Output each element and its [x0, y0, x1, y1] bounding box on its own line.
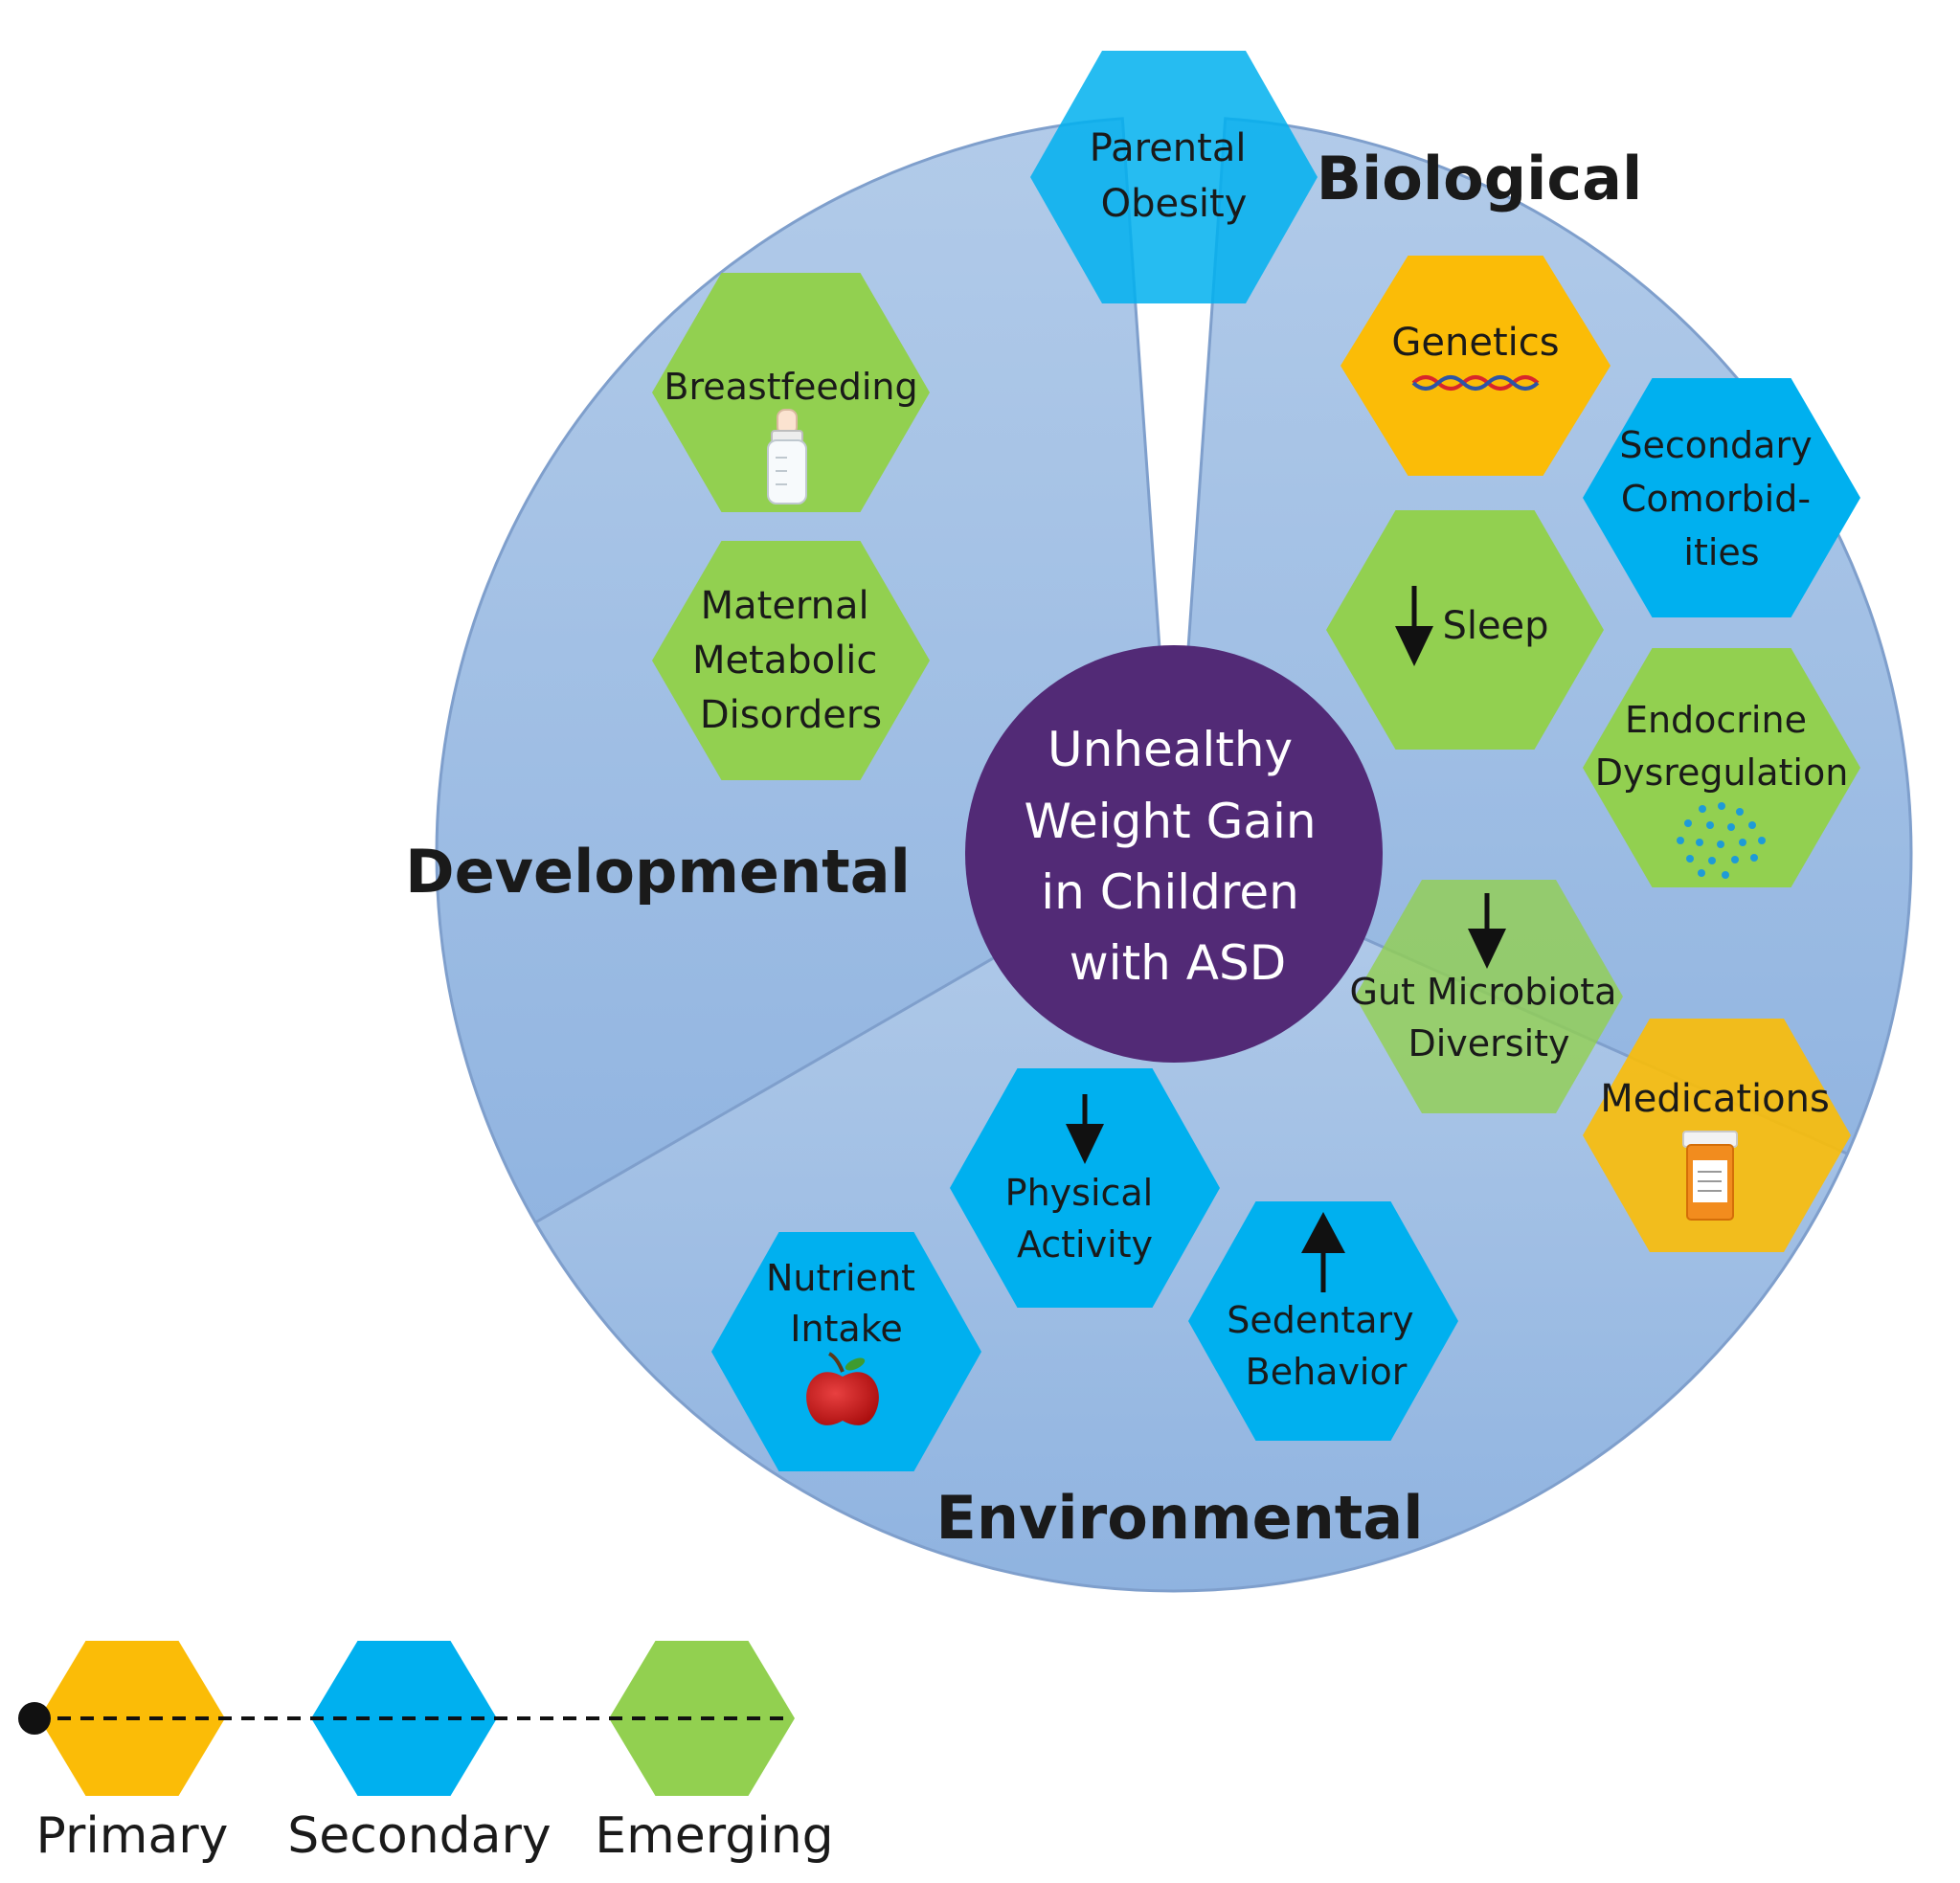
sector-title-developmental: Developmental — [405, 837, 911, 907]
hex-gut-microbiota-diversity: Gut Microbiota Diversity — [1350, 880, 1629, 1113]
label-gut-2: Diversity — [1408, 1022, 1569, 1065]
hex-genetics: Genetics — [1340, 256, 1611, 476]
svg-text:Parental Obesity: Parental Obesity — [1090, 126, 1258, 226]
hex-sedentary-behavior: Sedentary Behavior — [1188, 1201, 1458, 1441]
hormone-dots-icon — [1677, 802, 1766, 879]
legend: Primary Secondary Emerging — [18, 1641, 834, 1865]
center-line-3: in Children — [1041, 864, 1299, 920]
center-line-4: with ASD — [1070, 935, 1286, 991]
label-sedentary-1: Sedentary — [1227, 1299, 1413, 1341]
hex-breastfeeding: Breastfeeding — [652, 273, 930, 512]
label-nutrient-1: Nutrient — [766, 1257, 915, 1299]
label-parental-2: Obesity — [1101, 182, 1248, 226]
label-maternal-3: Disorders — [700, 693, 882, 737]
dna-icon — [1411, 375, 1540, 391]
label-endocrine-2: Dysregulation — [1595, 751, 1849, 794]
label-genetics: Genetics — [1391, 321, 1559, 365]
svg-text:Maternal Metabolic: Maternal Metabolic Disorders — [692, 584, 890, 737]
center-outcome: Unhealthy Weight Gain in Children with A… — [965, 645, 1383, 1063]
arrow-down-icon — [1395, 586, 1433, 666]
hex-medications: Medications — [1583, 1019, 1851, 1252]
sector-title-environmental: Environmental — [936, 1483, 1424, 1553]
hex-sleep: Sleep — [1326, 510, 1604, 750]
hex-nutrient-intake: Nutrient Intake — [711, 1232, 981, 1471]
center-line-1: Unhealthy — [1048, 722, 1293, 777]
label-comorbid-3: ities — [1683, 531, 1759, 573]
label-physical-2: Activity — [1017, 1223, 1153, 1266]
legend-label-emerging: Emerging — [595, 1807, 833, 1865]
label-comorbid-1: Secondary — [1619, 424, 1812, 466]
hex-parental-obesity: Parental Obesity — [1030, 51, 1318, 303]
arrow-down-icon — [1468, 893, 1506, 969]
center-line-2: Weight Gain — [1025, 794, 1317, 849]
hex-maternal-metabolic-disorders: Maternal Metabolic Disorders — [652, 541, 930, 780]
svg-text:Sedentary Behavior: Sedentary Behavior — [1227, 1299, 1425, 1393]
arrow-down-icon — [1066, 1094, 1104, 1164]
label-sleep: Sleep — [1442, 604, 1548, 648]
hex-physical-activity: Physical Activity — [950, 1068, 1220, 1308]
label-maternal-1: Maternal — [701, 584, 869, 628]
svg-text:Genetics: Genetics — [1391, 321, 1559, 365]
svg-text:Nutrient Intake: Nutrient Intake — [766, 1257, 927, 1350]
label-maternal-2: Metabolic — [692, 639, 877, 683]
svg-text:Secondary Comorbid-: Secondary Comorbid- ities — [1619, 424, 1823, 573]
label-sedentary-2: Behavior — [1246, 1351, 1408, 1393]
legend-start-dot — [18, 1702, 51, 1735]
label-gut-1: Gut Microbiota — [1350, 971, 1617, 1013]
label-endocrine-1: Endocrine — [1625, 699, 1807, 741]
svg-text:Sleep: Sleep — [1442, 604, 1548, 648]
svg-text:Gut Microbiota Diversity: Gut Microbiota Diversity — [1350, 971, 1629, 1065]
arrow-up-icon — [1301, 1212, 1345, 1292]
hex-endocrine-dysregulation: Endocrine Dysregulation — [1583, 648, 1860, 887]
apple-icon — [806, 1352, 879, 1425]
pill-bottle-icon — [1682, 1131, 1738, 1221]
svg-text:Breastfeeding: Breastfeeding — [664, 366, 917, 408]
label-medications: Medications — [1600, 1077, 1830, 1121]
label-parental-1: Parental — [1090, 126, 1247, 170]
label-breastfeeding: Breastfeeding — [664, 366, 917, 408]
svg-text:Endocrine Dysregulation: Endocrine Dysregulation — [1595, 699, 1849, 794]
baby-bottle-icon — [767, 409, 807, 504]
label-nutrient-2: Intake — [790, 1308, 903, 1350]
hex-secondary-comorbidities: Secondary Comorbid- ities — [1583, 378, 1860, 617]
sector-title-biological: Biological — [1317, 144, 1642, 213]
legend-label-secondary: Secondary — [287, 1807, 551, 1865]
svg-text:Physical Activity: Physical Activity — [1005, 1172, 1165, 1266]
label-comorbid-2: Comorbid- — [1621, 478, 1811, 520]
label-physical-1: Physical — [1005, 1172, 1154, 1214]
legend-label-primary: Primary — [36, 1807, 229, 1865]
svg-text:Medications: Medications — [1600, 1077, 1830, 1121]
svg-text:Unhealthy Weight Gain: Unhealthy Weight Gain in Children with A… — [1025, 722, 1332, 991]
